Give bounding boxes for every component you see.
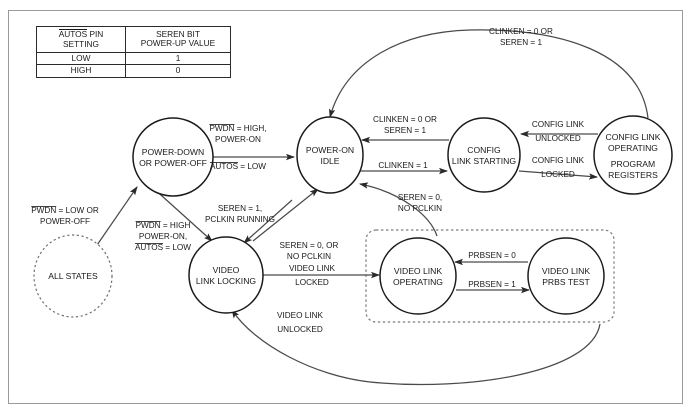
lbl-seren0-b: SEREN = 0, — [398, 193, 442, 202]
edge-label-prbs-to-videooper: PRBSEN = 0 — [468, 251, 516, 260]
lbl-seren1: SEREN = 1, — [218, 204, 262, 213]
lbl-video-link-unlocked-2: UNLOCKED — [277, 325, 323, 334]
node-all-states[interactable] — [33, 234, 113, 318]
svg-text:AUTOS = LOW: AUTOS = LOW — [210, 162, 266, 171]
lbl-pwdn-low-over: PWDN — [31, 206, 56, 215]
node-config-link-operating-label-2: OPERATING — [608, 143, 658, 153]
edge-label-powerdown-to-videolock: SEREN = 1, PCLKIN RUNNING — [205, 204, 275, 224]
node-video-link-operating[interactable] — [379, 237, 457, 315]
row-high-value: 0 — [125, 64, 231, 79]
node-config-link-starting-label-2: LINK STARTING — [452, 156, 516, 166]
edge-powerdown-to-videolock — [243, 199, 293, 244]
edge-label-configstart-to-oper: CONFIG LINK LOCKED — [532, 156, 585, 179]
edge-videogroup-to-videolock — [231, 309, 601, 386]
edge-allstates-to-videolock — [151, 186, 213, 242]
lbl-no-pclkin-b: NO PCLKIN — [398, 204, 442, 213]
lbl-autos-low-over-1: AUTOS — [210, 162, 239, 171]
lbl-video-link-unlocked-1: VIDEO LINK — [277, 311, 323, 320]
node-config-link-starting-label-1: CONFIG — [467, 145, 501, 155]
svg-text:AUTOS = LOW: AUTOS = LOW — [135, 243, 191, 252]
edge-videolock-to-idle — [252, 188, 319, 242]
node-power-down[interactable] — [132, 117, 214, 197]
lbl-pwdn-high-over: PWDN — [136, 221, 161, 230]
table-header-autos-pin: AUTOS PIN SETTING — [36, 26, 126, 53]
edge-label-allstates-to-powerdown: PWDN = LOW OR POWER-OFF — [31, 206, 99, 226]
lbl-pwdn-low-rest: = LOW OR — [56, 206, 99, 215]
node-video-link-locking-label-1: VIDEO — [213, 265, 240, 275]
row-low-value: 1 — [125, 51, 231, 66]
node-power-on-idle-label-2: IDLE — [320, 156, 339, 166]
lbl-video-link-locked-2: LOCKED — [295, 278, 329, 287]
node-video-link-locking[interactable] — [188, 236, 264, 314]
lbl-pclkin-running: PCLKIN RUNNING — [205, 215, 275, 224]
seren-header-line2: POWER-UP VALUE — [140, 38, 216, 49]
edge-label-configstart-to-idle: CLINKEN = 0 OR SEREN = 1 — [373, 115, 437, 135]
lbl-pwdn-high-rest: = HIGH — [161, 221, 191, 230]
edge-label-videooper-to-prbs: PRBSEN = 1 — [468, 280, 516, 289]
autos-pin-line2: SETTING — [63, 38, 99, 49]
node-video-link-prbs-label-2: PRBS TEST — [542, 277, 590, 287]
lbl-seren1-b: SEREN = 1 — [500, 38, 543, 47]
lbl-pwdn-high2-rest: = HIGH, — [234, 124, 266, 133]
svg-text:PWDN = HIGH: PWDN = HIGH — [136, 221, 191, 230]
node-video-link-locking-label-2: LINK LOCKING — [196, 276, 256, 286]
node-config-link-operating[interactable] — [593, 115, 673, 195]
edge-label-videolock-to-idle: SEREN = 0, OR NO PCLKIN — [280, 241, 339, 261]
node-video-link-prbs-test[interactable] — [527, 237, 605, 315]
node-power-on-idle-label-1: POWER-ON — [306, 145, 354, 155]
seren-header-line1: SEREN BIT — [156, 28, 200, 39]
lbl-config-link-locked-1: CONFIG LINK — [532, 156, 585, 165]
lbl-seren0-or: SEREN = 0, OR — [280, 241, 339, 250]
node-config-link-operating-label-5: REGISTERS — [608, 170, 658, 180]
node-video-link-operating-label-2: OPERATING — [393, 277, 443, 287]
lbl-no-pclkin-a: NO PCLKIN — [287, 252, 331, 261]
node-config-link-starting[interactable] — [447, 117, 521, 193]
node-power-down-label-1: POWER-DOWN — [142, 147, 205, 157]
autos-pin-rest: PIN — [87, 29, 104, 39]
lbl-seren1-a: SEREN = 1 — [384, 126, 427, 135]
table-row: HIGH 0 — [36, 64, 231, 79]
lbl-video-link-locked-1: VIDEO LINK — [289, 264, 335, 273]
autos-seren-table: AUTOS PIN SETTING SEREN BIT POWER-UP VAL… — [36, 26, 231, 79]
edge-label-videooper-to-idle: SEREN = 0, NO PCLKIN — [398, 193, 442, 213]
lbl-config-link-unlocked-2: UNLOCKED — [535, 134, 581, 143]
node-power-down-label-2: OR POWER-OFF — [139, 158, 207, 168]
video-link-group-box — [365, 229, 615, 323]
node-config-link-operating-label-1: CONFIG LINK — [606, 132, 661, 142]
node-config-link-operating-label-4: PROGRAM — [611, 159, 655, 169]
lbl-autos-low-over-2: AUTOS — [135, 243, 164, 252]
node-all-states-label: ALL STATES — [48, 271, 98, 281]
lbl-pwdn-high2-over: PWDN — [209, 124, 234, 133]
lbl-power-on-1: POWER-ON — [215, 135, 261, 144]
edge-configstart-to-oper — [518, 170, 598, 180]
edge-label-configoper-to-start: CONFIG LINK UNLOCKED — [532, 120, 585, 143]
lbl-autos-low-rest-1: = LOW — [238, 162, 266, 171]
edge-label-videolock-to-videooper: VIDEO LINK LOCKED — [289, 264, 335, 287]
autos-overline-text: AUTOS — [58, 29, 88, 39]
edge-label-idle-to-configstart: CLINKEN = 1 — [378, 161, 428, 170]
edge-configoper-to-idle — [329, 29, 649, 119]
row-low-setting: LOW — [36, 51, 126, 66]
node-power-on-idle[interactable] — [296, 116, 364, 194]
node-video-link-prbs-label-1: VIDEO LINK — [542, 266, 591, 276]
edge-label-videogroup-to-videolock: VIDEO LINK UNLOCKED — [277, 311, 323, 334]
lbl-autos-low-rest-2: = LOW — [163, 243, 191, 252]
edge-label-configoper-to-idle: CLINKEN = 0 OR SEREN = 1 — [489, 27, 553, 47]
lbl-config-link-unlocked-1: CONFIG LINK — [532, 120, 585, 129]
lbl-config-link-locked-2: LOCKED — [541, 170, 575, 179]
lbl-poweroff: POWER-OFF — [40, 217, 90, 226]
lbl-clinken0-b: CLINKEN = 0 OR — [489, 27, 553, 36]
svg-text:PWDN = LOW OR: PWDN = LOW OR — [31, 206, 99, 215]
edge-allstates-to-powerdown — [94, 186, 138, 249]
table-row: LOW 1 — [36, 51, 231, 66]
node-video-link-operating-label-1: VIDEO LINK — [394, 266, 443, 276]
lbl-power-on-2: POWER-ON, — [139, 232, 187, 241]
edge-label-powerdown-to-idle: PWDN = HIGH, POWER-ON AUTOS = LOW — [209, 124, 266, 171]
lbl-clinken0-a: CLINKEN = 0 OR — [373, 115, 437, 124]
svg-text:PWDN = HIGH,: PWDN = HIGH, — [209, 124, 266, 133]
edge-videooper-to-idle — [359, 182, 438, 237]
edge-label-allstates-to-videolock: PWDN = HIGH POWER-ON, AUTOS = LOW — [135, 221, 191, 252]
